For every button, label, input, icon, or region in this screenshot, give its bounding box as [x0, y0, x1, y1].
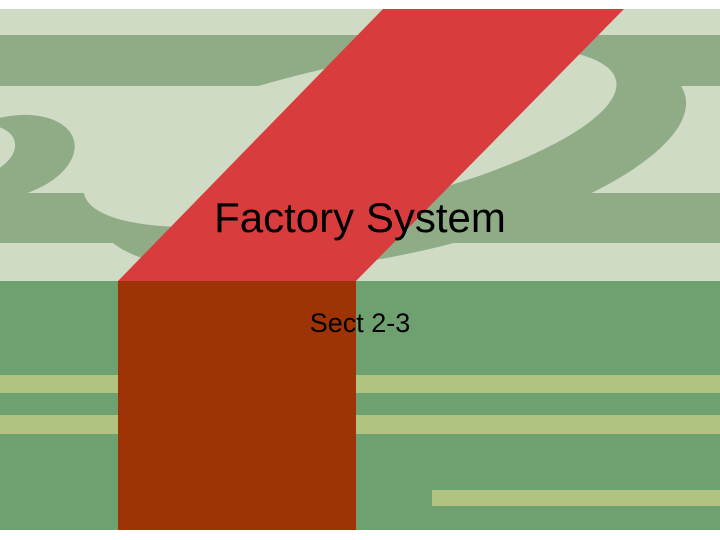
- lower-band-6: [432, 490, 720, 506]
- slide-background-graphic: [0, 9, 720, 530]
- lower-band-5: [0, 434, 720, 530]
- lower-band-3: [0, 393, 720, 415]
- diagonal-red-band: [118, 9, 624, 281]
- lower-band-group: [0, 281, 720, 530]
- lower-band-4: [0, 415, 720, 434]
- lower-band-2: [0, 375, 720, 393]
- slide-canvas: [0, 9, 720, 530]
- lower-band-1: [0, 281, 720, 375]
- brown-rectangle: [118, 281, 356, 530]
